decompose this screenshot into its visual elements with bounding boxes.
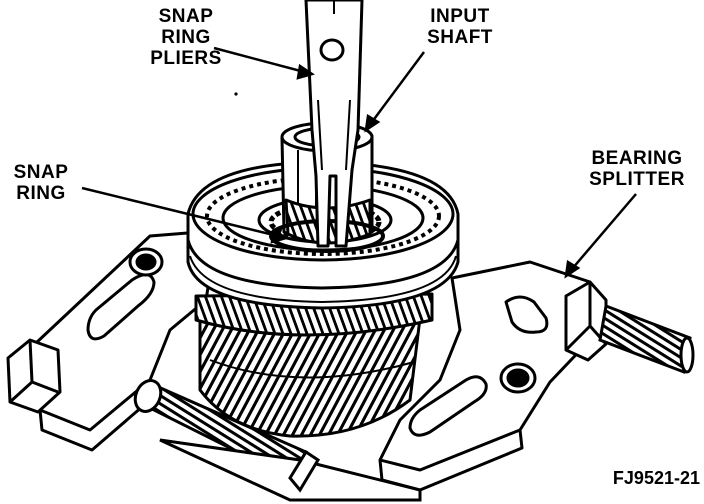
splitter-right-end bbox=[564, 280, 608, 362]
leader-input-shaft bbox=[364, 51, 426, 131]
splitter-left-plate bbox=[18, 230, 216, 432]
label-input-shaft: INPUT SHAFT bbox=[418, 6, 502, 48]
label-line: RING bbox=[161, 27, 211, 48]
label-line: INPUT bbox=[430, 6, 490, 27]
label-snap-ring-pliers: SNAP RING PLIERS bbox=[146, 6, 226, 69]
leader-pliers bbox=[213, 46, 313, 76]
snap-ring-pliers bbox=[304, 0, 364, 248]
splitter-front-bolt bbox=[133, 379, 422, 502]
leader-lines bbox=[81, 46, 637, 279]
label-line: SNAP bbox=[13, 162, 69, 183]
leader-bearing-splitter bbox=[565, 193, 637, 277]
leader-snap-ring bbox=[81, 186, 287, 240]
pliers-pivot-hole bbox=[319, 38, 345, 62]
bearing-splitter bbox=[6, 230, 608, 492]
label-line: PLIERS bbox=[150, 48, 222, 69]
label-line: SHAFT bbox=[427, 27, 493, 48]
splitter-right-slot bbox=[504, 295, 549, 334]
label-bearing-splitter: BEARING SPLITTER bbox=[578, 148, 696, 190]
label-line: SNAP bbox=[158, 6, 214, 27]
label-line: BEARING bbox=[591, 148, 683, 169]
figure-id: FJ9521-21 bbox=[612, 468, 700, 488]
label-snap-ring: SNAP RING bbox=[6, 162, 76, 204]
splitter-right-bolt bbox=[598, 303, 695, 375]
label-line: RING bbox=[16, 183, 66, 204]
helical-gear bbox=[198, 298, 422, 438]
label-line: SPLITTER bbox=[589, 169, 685, 190]
